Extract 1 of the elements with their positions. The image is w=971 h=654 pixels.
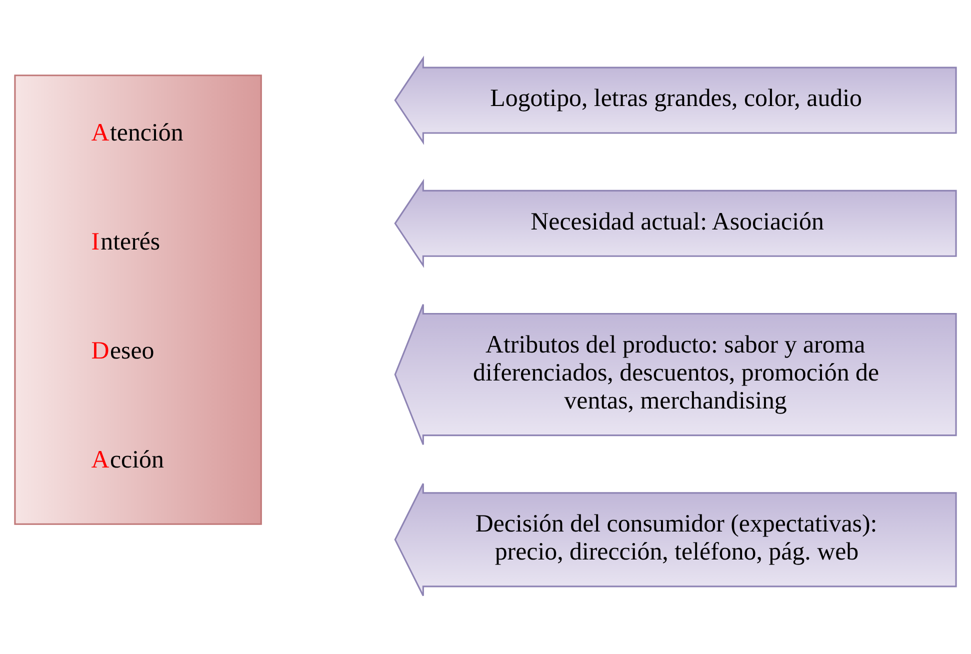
node-box: Atención Interés Deseo Acción	[14, 74, 262, 525]
